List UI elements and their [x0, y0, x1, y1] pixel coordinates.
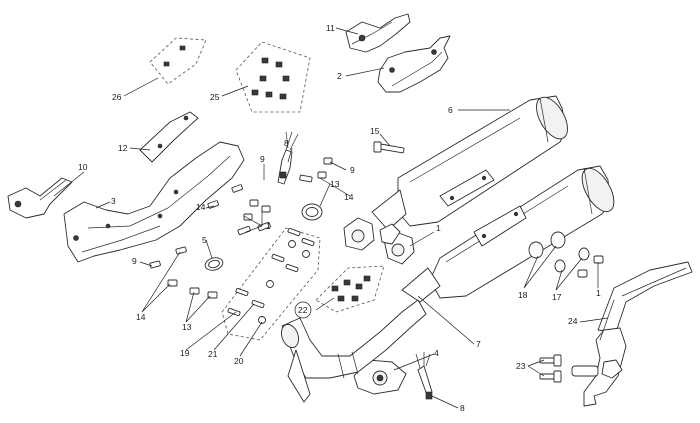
callout-label: 3	[111, 196, 116, 206]
callout-label: 7	[476, 339, 481, 349]
part-4-clamp	[353, 359, 407, 395]
callout-label: 20	[234, 356, 244, 366]
callout-label: 13	[182, 322, 192, 332]
callout-label: 15	[370, 126, 380, 136]
fastener-cluster-upper	[299, 141, 405, 183]
callout-label: 22	[298, 305, 308, 315]
callout-label: 1	[596, 288, 601, 298]
callout-label: 6	[448, 105, 453, 115]
callout-label: 4	[434, 348, 439, 358]
callout-label: 12	[118, 143, 128, 153]
stud-set-outline	[221, 227, 321, 341]
callout-label: 17	[552, 292, 562, 302]
part-1-gasket-ring	[301, 203, 323, 221]
part-10-bracket	[7, 177, 73, 219]
callout-label: 8	[460, 403, 465, 413]
part-1-gasket-ring-left	[204, 257, 224, 271]
callout-circle	[294, 301, 312, 319]
part-24-footrest-bracket	[571, 261, 693, 407]
callout-label: 9	[350, 165, 355, 175]
callout-label: 10	[78, 162, 88, 172]
callout-label: 9	[260, 154, 265, 164]
callout-label: 14	[136, 312, 146, 322]
callout-label: 19	[180, 348, 190, 358]
callout-label: 8	[284, 138, 289, 148]
part-8-sensor-upper	[277, 131, 299, 185]
callout-label: 9	[132, 256, 137, 266]
callout-label: 24	[568, 316, 578, 326]
part-11-shield-cap	[345, 13, 411, 53]
header-pipe	[280, 299, 427, 403]
part-8-sensor-lower	[415, 352, 433, 400]
callout-label: 2	[337, 71, 342, 81]
callout-label: 25	[210, 92, 220, 102]
callout-label: 14	[196, 202, 206, 212]
part-12-small-shield	[139, 111, 199, 163]
callout-label: 1	[436, 223, 441, 233]
part-25-clip-set	[235, 41, 311, 113]
callout-label: 1	[266, 221, 271, 231]
callout-label: 21	[208, 349, 218, 359]
part-22-clip-set	[315, 265, 385, 313]
callout-label: 14	[344, 192, 354, 202]
part-5-flange	[343, 217, 415, 265]
callout-label: 23	[516, 361, 526, 371]
callout-labels: 11 2 26 25 6 12 8 15 10 9 9 3 14 14 1 13…	[78, 23, 601, 413]
part-26-gasket	[149, 37, 207, 85]
callout-label: 26	[112, 92, 122, 102]
part-3-header-shield	[63, 141, 245, 263]
callout-label: 11	[326, 23, 335, 33]
callout-label: 13	[330, 179, 340, 189]
leader-lines	[53, 27, 609, 409]
part-2-heat-shield	[377, 35, 451, 93]
callout-label: 5	[202, 235, 207, 245]
part-6-upper-muffler	[371, 95, 568, 231]
bolts-23	[539, 354, 562, 383]
grommets-right	[528, 231, 604, 278]
callout-label: 18	[518, 290, 528, 300]
part-7-lower-muffler	[401, 165, 615, 303]
